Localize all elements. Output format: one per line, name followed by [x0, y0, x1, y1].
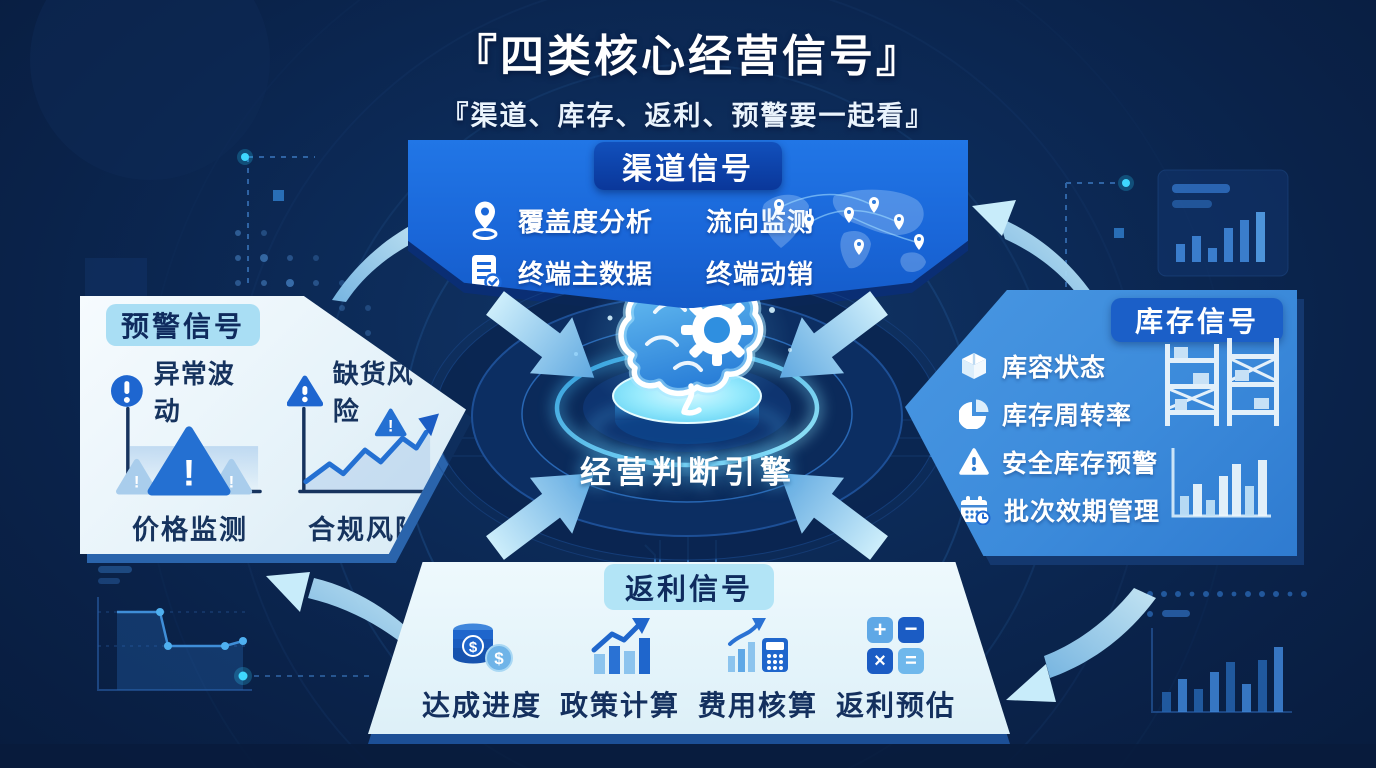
location-pin-icon: [472, 201, 498, 240]
channel-item-label: 终端动销: [706, 258, 815, 289]
calculator-chart-icon: [728, 618, 788, 672]
warehouse-racks-graphic: [1165, 338, 1279, 426]
svg-text:+: +: [874, 617, 887, 642]
corner-bar-chart-decor: [1147, 591, 1307, 713]
inventory-panel: 库存信号 库容状态 库存周转率: [905, 290, 1297, 556]
rebate-panel-title: 返利信号: [604, 564, 774, 610]
svg-text:×: ×: [874, 650, 886, 672]
curved-arrow-top-right: [972, 200, 1098, 304]
warning-panel: 预警信号 异常波动 缺货风险: [80, 296, 466, 554]
curved-arrow-bottom-right: [1006, 588, 1156, 702]
warning-item: 缺货风险: [287, 354, 440, 428]
dashboard-card-decor: [1157, 169, 1289, 277]
warning-triangle-icon: [287, 375, 323, 407]
box-icon: [962, 353, 986, 379]
warning-triangle-icon: [959, 448, 989, 475]
inventory-item-label: 安全库存预警: [1002, 450, 1159, 478]
channel-row: 覆盖度分析 流向监测: [466, 200, 814, 240]
rebate-panel: 返利信号 $ $ 达成进度: [368, 562, 1010, 734]
corner-step-chart-decor: [97, 566, 372, 691]
rebate-item-label: 达成进度: [421, 690, 542, 721]
channel-panel-title: 渠道信号: [594, 142, 782, 190]
svg-text:!: !: [134, 473, 140, 492]
page-title: 『四类核心经营信号』: [453, 32, 923, 81]
pie-chart-icon: [959, 399, 989, 429]
inventory-item: 库容状态: [959, 342, 1160, 390]
header: 『四类核心经营信号』 『渠道、库存、返利、预警要一起看』: [0, 20, 1376, 133]
growth-arrow-icon: [591, 618, 650, 674]
svg-text:=: =: [905, 650, 917, 672]
inventory-item: 批次效期管理: [959, 486, 1160, 534]
calc-keys-icon: + − × =: [867, 616, 924, 674]
calendar-clock-icon: [961, 496, 991, 525]
page-subtitle: 『渠道、库存、返利、预警要一起看』: [441, 101, 935, 131]
channel-item-label: 覆盖度分析: [518, 206, 654, 237]
channel-item-label: 终端主数据: [518, 258, 654, 289]
coins-icon: $ $: [453, 623, 513, 672]
rebate-item: 政策计算: [554, 616, 686, 724]
rebate-item: 费用核算: [692, 616, 824, 724]
rebate-item-label: 返利预估: [835, 690, 956, 721]
channel-panel: 渠道信号 覆盖度分析 流向监测: [408, 140, 968, 308]
rebate-item: + − × = 返利预估: [830, 616, 962, 724]
inventory-panel-title: 库存信号: [1111, 298, 1283, 342]
svg-text:$: $: [469, 639, 478, 656]
channel-items: 覆盖度分析 流向监测 终端主数据 终端动销: [466, 200, 814, 304]
svg-text:!: !: [229, 473, 235, 492]
inward-arrows: [486, 291, 888, 560]
chart-caption: 价格监测: [132, 515, 248, 545]
inventory-item: 库存周转率: [959, 390, 1160, 438]
inventory-item-label: 批次效期管理: [1004, 498, 1161, 526]
warning-item-label: 异常波动: [153, 359, 235, 426]
svg-text:!: !: [183, 452, 195, 494]
exclamation-circle-icon: [110, 375, 143, 407]
channel-item-label: 流向监测: [706, 206, 815, 237]
inventory-item-label: 库存周转率: [1002, 402, 1133, 430]
rebate-item: $ $ 达成进度: [416, 616, 548, 724]
rebate-item-label: 费用核算: [697, 690, 818, 721]
svg-text:$: $: [494, 649, 504, 668]
rebate-item-label: 政策计算: [559, 690, 680, 721]
inventory-item-label: 库容状态: [1002, 354, 1107, 382]
inventory-item: 安全库存预警: [959, 438, 1160, 486]
inventory-bar-chart: [1171, 448, 1271, 518]
engine-label: 经营判断引擎: [580, 455, 796, 490]
warning-panel-title: 预警信号: [106, 304, 260, 346]
channel-row: 终端主数据 终端动销: [466, 252, 814, 292]
warning-item: 异常波动: [110, 354, 261, 428]
warning-item-label: 缺货风险: [332, 359, 414, 426]
svg-text:−: −: [905, 616, 918, 641]
